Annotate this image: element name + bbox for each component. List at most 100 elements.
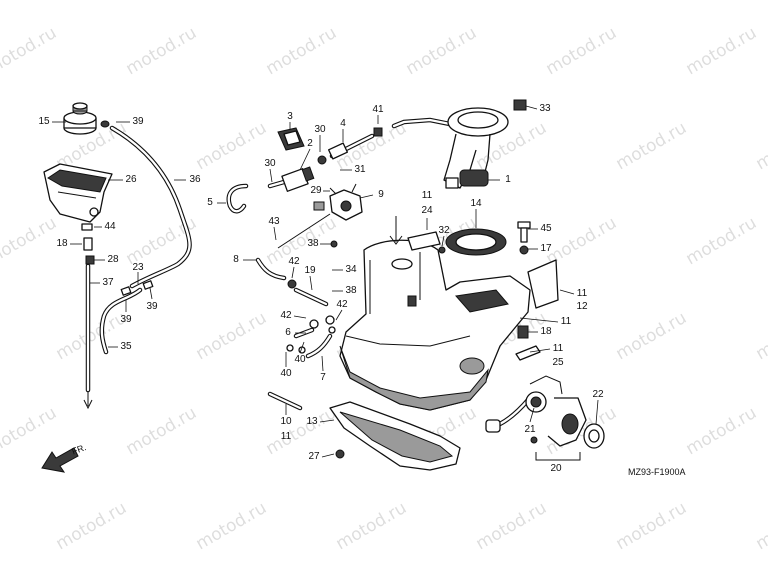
leader-line-21 xyxy=(529,407,535,423)
callout-39c: 39 xyxy=(146,301,158,312)
watermark-text: motod.ru xyxy=(753,308,768,364)
callout-2: 2 xyxy=(307,138,313,149)
callout-19: 19 xyxy=(304,265,316,276)
watermark-text: motod.ru xyxy=(473,498,551,554)
pad-24-part xyxy=(407,231,446,254)
watermark-text: motod.ru xyxy=(53,308,131,364)
under-tray-13-part xyxy=(329,401,461,471)
callout-29: 29 xyxy=(310,185,322,196)
callout-32: 32 xyxy=(438,225,450,236)
watermark-text: motod.ru xyxy=(193,498,271,554)
leader-lines xyxy=(52,105,599,458)
watermark-text: motod.ru xyxy=(0,23,60,79)
callout-39b: 39 xyxy=(120,314,132,325)
leader-line-19 xyxy=(309,275,313,291)
callout-26: 26 xyxy=(125,174,137,185)
callout-1: 1 xyxy=(505,174,511,185)
callout-31: 31 xyxy=(354,164,366,175)
callout-45: 45 xyxy=(540,223,552,234)
leader-line-42b xyxy=(335,309,343,321)
watermark-text: motod.ru xyxy=(193,308,271,364)
watermark-text: motod.ru xyxy=(403,23,481,79)
hose-5-part xyxy=(226,183,249,214)
watermark-text: motod.ru xyxy=(333,498,411,554)
watermark-text: motod.ru xyxy=(543,23,621,79)
leader-line-27 xyxy=(321,453,335,458)
callout-11b: 11 xyxy=(577,288,588,299)
direction-label: FR. xyxy=(70,442,87,456)
callout-13: 13 xyxy=(306,416,318,427)
watermark-text: motod.ru xyxy=(0,403,60,459)
callout-9: 9 xyxy=(378,189,384,200)
callout-44: 44 xyxy=(104,221,116,232)
callout-42a: 42 xyxy=(288,256,300,267)
leader-line-2 xyxy=(299,148,311,171)
watermark-text: motod.ru xyxy=(683,403,761,459)
callout-34: 34 xyxy=(345,264,357,275)
callout-30b: 30 xyxy=(264,158,276,169)
callout-36: 36 xyxy=(189,174,201,185)
callout-27: 27 xyxy=(308,451,320,462)
callout-6: 6 xyxy=(285,327,291,338)
callout-43: 43 xyxy=(268,216,280,227)
leader-line-7 xyxy=(321,355,324,372)
watermark-text: motod.ru xyxy=(753,118,768,174)
callout-40a: 40 xyxy=(280,368,292,379)
panel-12-part xyxy=(527,259,559,309)
regulator-part-9 xyxy=(313,183,363,221)
leader-line-42a xyxy=(291,266,295,279)
small-fittings-left xyxy=(81,223,95,265)
leader-line-30b xyxy=(269,168,273,183)
leader-line-9 xyxy=(359,194,374,199)
tray-part xyxy=(43,163,113,223)
callout-11d: 11 xyxy=(553,343,564,354)
leader-line-39c xyxy=(149,287,153,300)
callout-23: 23 xyxy=(132,262,144,273)
watermark-text: motod.ru xyxy=(683,213,761,269)
callout-24: 24 xyxy=(421,205,433,216)
callout-18a: 18 xyxy=(56,238,68,249)
pad-25-part xyxy=(515,345,541,361)
watermark-text: motod.ru xyxy=(613,308,691,364)
callout-33: 33 xyxy=(539,103,551,114)
filler-neck-part xyxy=(485,375,605,449)
callout-28: 28 xyxy=(107,254,119,265)
bolt-45-part xyxy=(517,221,531,255)
callout-39a: 39 xyxy=(132,116,144,127)
bracket-20 xyxy=(535,452,581,461)
leader-line-11b xyxy=(559,289,575,295)
clamp-part xyxy=(277,127,305,151)
callout-17: 17 xyxy=(540,243,552,254)
watermark-text: motod.ru xyxy=(0,213,60,269)
callout-3: 3 xyxy=(287,111,293,122)
watermark-text: motod.ru xyxy=(53,498,131,554)
hose-4-part xyxy=(327,127,383,160)
diagram-code: MZ93-F1900A xyxy=(628,467,686,477)
callout-10: 10 xyxy=(280,416,292,427)
gasket-14-part xyxy=(445,228,507,256)
callout-14: 14 xyxy=(470,198,482,209)
watermark-text: motod.ru xyxy=(123,23,201,79)
front-direction-arrow: FR. xyxy=(41,442,87,473)
watermark-text: motod.ru xyxy=(123,403,201,459)
lines-8-19 xyxy=(255,213,338,307)
callout-40b: 40 xyxy=(294,354,306,365)
drain-tube-35 xyxy=(99,280,154,355)
grommet-18-part xyxy=(517,325,529,339)
drain-tube-36 xyxy=(109,125,192,289)
fuel-pump-part xyxy=(443,99,527,189)
callout-8: 8 xyxy=(233,254,239,265)
callout-38a: 38 xyxy=(307,238,319,249)
callout-41: 41 xyxy=(372,104,384,115)
callout-22: 22 xyxy=(592,389,604,400)
leader-line-11d xyxy=(529,348,551,353)
leader-line-13 xyxy=(319,419,335,423)
callout-12: 12 xyxy=(576,301,588,312)
callout-15: 15 xyxy=(38,116,50,127)
leader-line-42c xyxy=(293,315,307,319)
callout-42b: 42 xyxy=(336,299,348,310)
callout-18b: 18 xyxy=(540,326,552,337)
callout-38b: 38 xyxy=(345,285,357,296)
